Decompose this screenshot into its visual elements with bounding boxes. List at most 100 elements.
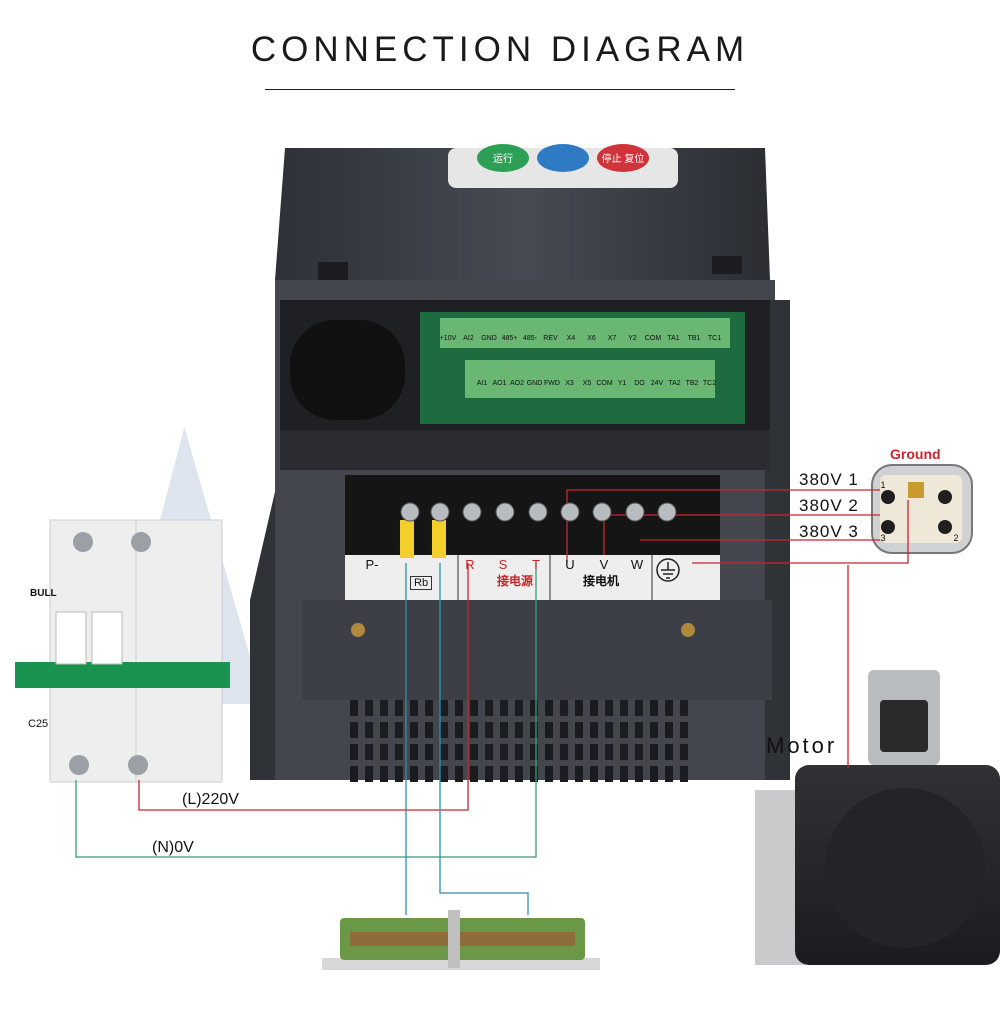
vent-slot (350, 766, 358, 782)
title-divider (265, 89, 735, 90)
terminal-label-bottom: TB2 (686, 380, 699, 387)
vent-slot (530, 766, 538, 782)
ground-symbol-icon (656, 558, 680, 582)
vent-slot (545, 700, 553, 716)
terminal-label-top: X6 (587, 335, 596, 342)
breaker-brand: BULL (30, 588, 57, 599)
terminal-label-top: X7 (608, 335, 617, 342)
terminal-screw-icon (625, 502, 645, 522)
terminal-block-top (440, 318, 730, 348)
vent-slot (515, 700, 523, 716)
power-terminal-label: T (532, 557, 540, 572)
power-terminal-label: V (600, 557, 609, 572)
vent-slot (590, 766, 598, 782)
vent-slot (485, 722, 493, 738)
vent-slot (410, 700, 418, 716)
vent-slot (395, 722, 403, 738)
vent-slot (620, 700, 628, 716)
vent-slot (665, 700, 673, 716)
vent-slot (650, 722, 658, 738)
terminal-label-top: COM (645, 335, 662, 342)
terminal-screw-icon (592, 502, 612, 522)
vent-slot (425, 722, 433, 738)
vent-slot (455, 722, 463, 738)
terminal-label-top: GND (481, 335, 497, 342)
terminal-label-bottom: Y1 (618, 380, 627, 387)
keypad-button-icon (477, 144, 529, 172)
vent-slot (515, 744, 523, 760)
vent-slot (395, 744, 403, 760)
terminal-label-top: REV (543, 335, 558, 342)
vent-slot (680, 744, 688, 760)
terminal-block-bottom (465, 360, 715, 398)
keypad-button-icon (597, 144, 649, 172)
vent-slot (410, 744, 418, 760)
vent-slot (485, 700, 493, 716)
vent-slot (650, 744, 658, 760)
terminal-label-bottom: TA2 (668, 380, 680, 387)
vent-slot (440, 744, 448, 760)
vent-slot (455, 766, 463, 782)
vent-slot (380, 744, 388, 760)
terminal-label-top: 485- (523, 335, 538, 342)
vent-slot (440, 700, 448, 716)
terminal-label-top: Y2 (628, 335, 637, 342)
vent-slot (470, 700, 478, 716)
terminal-label-bottom: GND (527, 380, 543, 387)
vent-slot (635, 766, 643, 782)
vent-slot (575, 766, 583, 782)
vent-slot (380, 722, 388, 738)
keypad-button-label: 停止 复位 (602, 152, 645, 165)
motor-output-label: 接电机 (583, 574, 620, 588)
vent-slot (485, 766, 493, 782)
vent-slot (425, 744, 433, 760)
label-380v-2: 380V 2 (799, 496, 859, 515)
label-live-220v: (L)220V (182, 791, 239, 808)
terminal-screw-icon (560, 502, 580, 522)
vent-slot (455, 744, 463, 760)
power-terminal-label: U (565, 557, 574, 572)
vent-slot (545, 744, 553, 760)
label-neutral-0v: (N)0V (152, 839, 194, 856)
vent-slot (605, 722, 613, 738)
brake-resistor (322, 910, 600, 970)
terminal-label-bottom: DO (634, 380, 645, 387)
vent-slot (470, 766, 478, 782)
vent-slot (575, 700, 583, 716)
vent-slot (410, 722, 418, 738)
circuit-breaker (15, 519, 230, 783)
vent-slot (380, 766, 388, 782)
vent-slot (635, 744, 643, 760)
terminal-label-top: AI2 (463, 335, 474, 342)
vent-slot (605, 744, 613, 760)
screw-icon (128, 755, 148, 775)
vent-slot (440, 722, 448, 738)
power-terminal-label: W (631, 557, 644, 572)
resistor-base (322, 958, 600, 970)
vent-slot (680, 700, 688, 716)
terminal-label-top: X4 (567, 335, 576, 342)
vent-slot (470, 722, 478, 738)
vent-slot (485, 744, 493, 760)
vent-slot (620, 766, 628, 782)
vent-slot (515, 766, 523, 782)
vent-slot (560, 744, 568, 760)
vent-slot (455, 700, 463, 716)
vent-slot (395, 700, 403, 716)
vent-slot (365, 766, 373, 782)
vent-slot (410, 766, 418, 782)
terminal-label-top: 485+ (502, 335, 518, 342)
vent-slot (635, 700, 643, 716)
vent-slot (650, 700, 658, 716)
wiring (75, 489, 909, 915)
terminal-label-top: TB1 (688, 335, 701, 342)
vent-slot (425, 766, 433, 782)
vent-slot (665, 744, 673, 760)
screw-icon (73, 532, 93, 552)
terminal-label-bottom: AI1 (477, 380, 488, 387)
keypad-button-icon (537, 144, 589, 172)
vent-slot (395, 766, 403, 782)
screw-icon (131, 532, 151, 552)
vent-slot (545, 766, 553, 782)
live-wire (138, 563, 469, 811)
